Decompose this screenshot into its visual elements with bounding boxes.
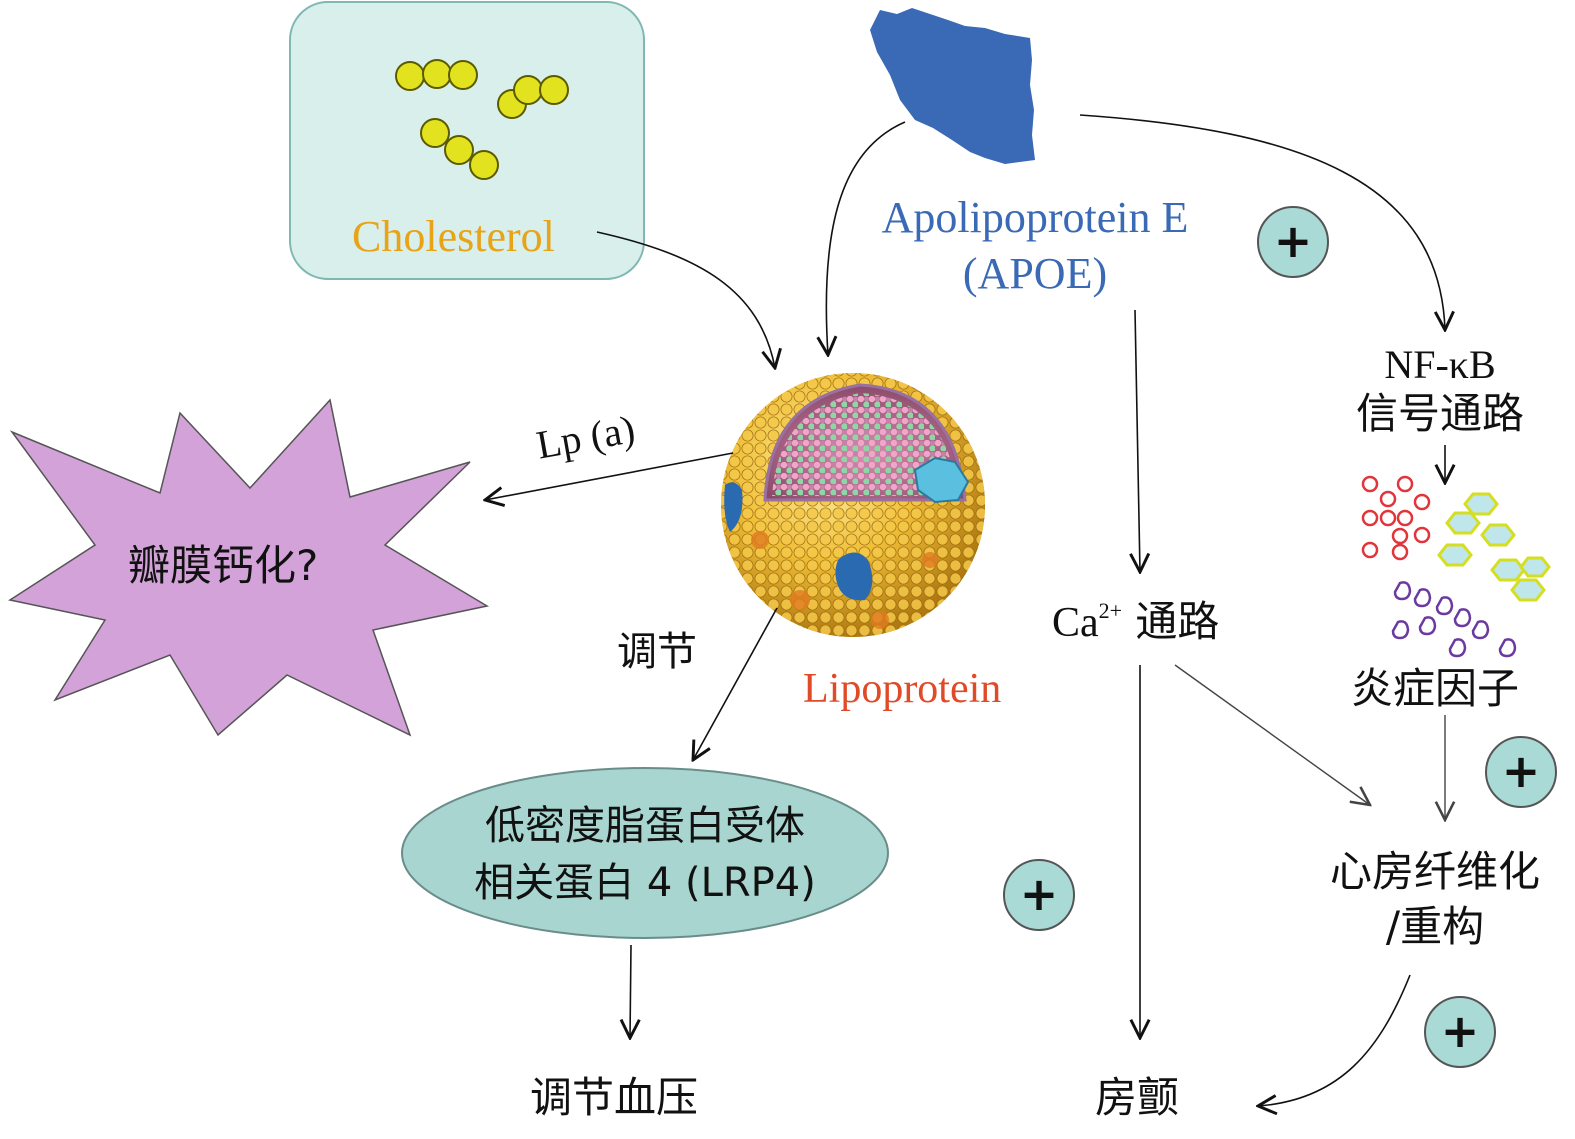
ca-label-prefix: Ca — [1052, 600, 1099, 646]
lrp4-label-line2: 相关蛋白 4 (LRP4) — [474, 860, 816, 906]
lipo-apolipoprotein-bump — [913, 456, 970, 504]
ca-pathway-label: Ca2+ 通路 — [1052, 597, 1220, 646]
nfkb-label-line2: 信号通路 — [1355, 389, 1524, 438]
arrow-cholesterol-to-lipoprotein — [596, 231, 775, 368]
arrow-apoe-to-nfkb — [1079, 114, 1445, 330]
regulate-label: 调节 — [617, 629, 697, 675]
plus-sign-3: + — [1019, 867, 1059, 921]
arrow-lrp4-to-blood-pressure — [630, 944, 631, 1038]
calcification-starburst — [8, 398, 490, 737]
fibrosis-label-line1: 心房纤维化 — [1329, 847, 1540, 896]
arrow-lipoprotein-to-lrp4 — [693, 607, 778, 760]
arrow-apoe-to-lipoprotein — [826, 121, 906, 355]
plus-circle-1 — [1257, 206, 1329, 278]
inflammatory-label: 炎症因子 — [1351, 664, 1520, 713]
apoe-label-line2: (APOE) — [962, 249, 1108, 298]
plus-sign-2: + — [1501, 744, 1541, 798]
plus-circle-4 — [1424, 996, 1496, 1068]
inflammatory-factors-cluster — [1361, 475, 1551, 658]
arrow-fibrosis-to-af — [1258, 974, 1411, 1106]
lipoprotein-label: Lipoprotein — [803, 666, 1002, 712]
lrp4-label-line1: 低密度脂蛋白受体 — [485, 803, 805, 849]
plus-circle-2 — [1485, 736, 1557, 808]
plus-sign-4: + — [1440, 1004, 1480, 1058]
fibrosis-label-line2: /重构 — [1385, 902, 1485, 951]
arrow-ca-to-fibrosis — [1174, 664, 1370, 805]
cholesterol-label: Cholesterol — [352, 212, 555, 261]
af-label: 房颤 — [1095, 1073, 1180, 1122]
lipoprotein-particle — [721, 373, 985, 637]
ca-label-superscript: 2+ — [1098, 598, 1123, 623]
blood-pressure-label: 调节血压 — [530, 1073, 699, 1122]
calcification-label: 瓣膜钙化? — [128, 541, 319, 590]
cholesterol-molecules — [395, 59, 569, 180]
lrp4-ellipse — [401, 767, 889, 939]
plus-sign-1: + — [1273, 214, 1313, 268]
arrow-apoe-to-ca-pathway — [1135, 309, 1140, 572]
ca-label-suffix: 通路 — [1122, 597, 1220, 646]
apoe-protein-shape — [870, 8, 1035, 164]
plus-circle-3 — [1003, 859, 1075, 931]
apoe-label-line1: Apolipoprotein E — [881, 193, 1189, 242]
arrow-lipoprotein-to-calcification — [485, 452, 734, 500]
nfkb-label-line1: NF-κB — [1384, 342, 1496, 387]
